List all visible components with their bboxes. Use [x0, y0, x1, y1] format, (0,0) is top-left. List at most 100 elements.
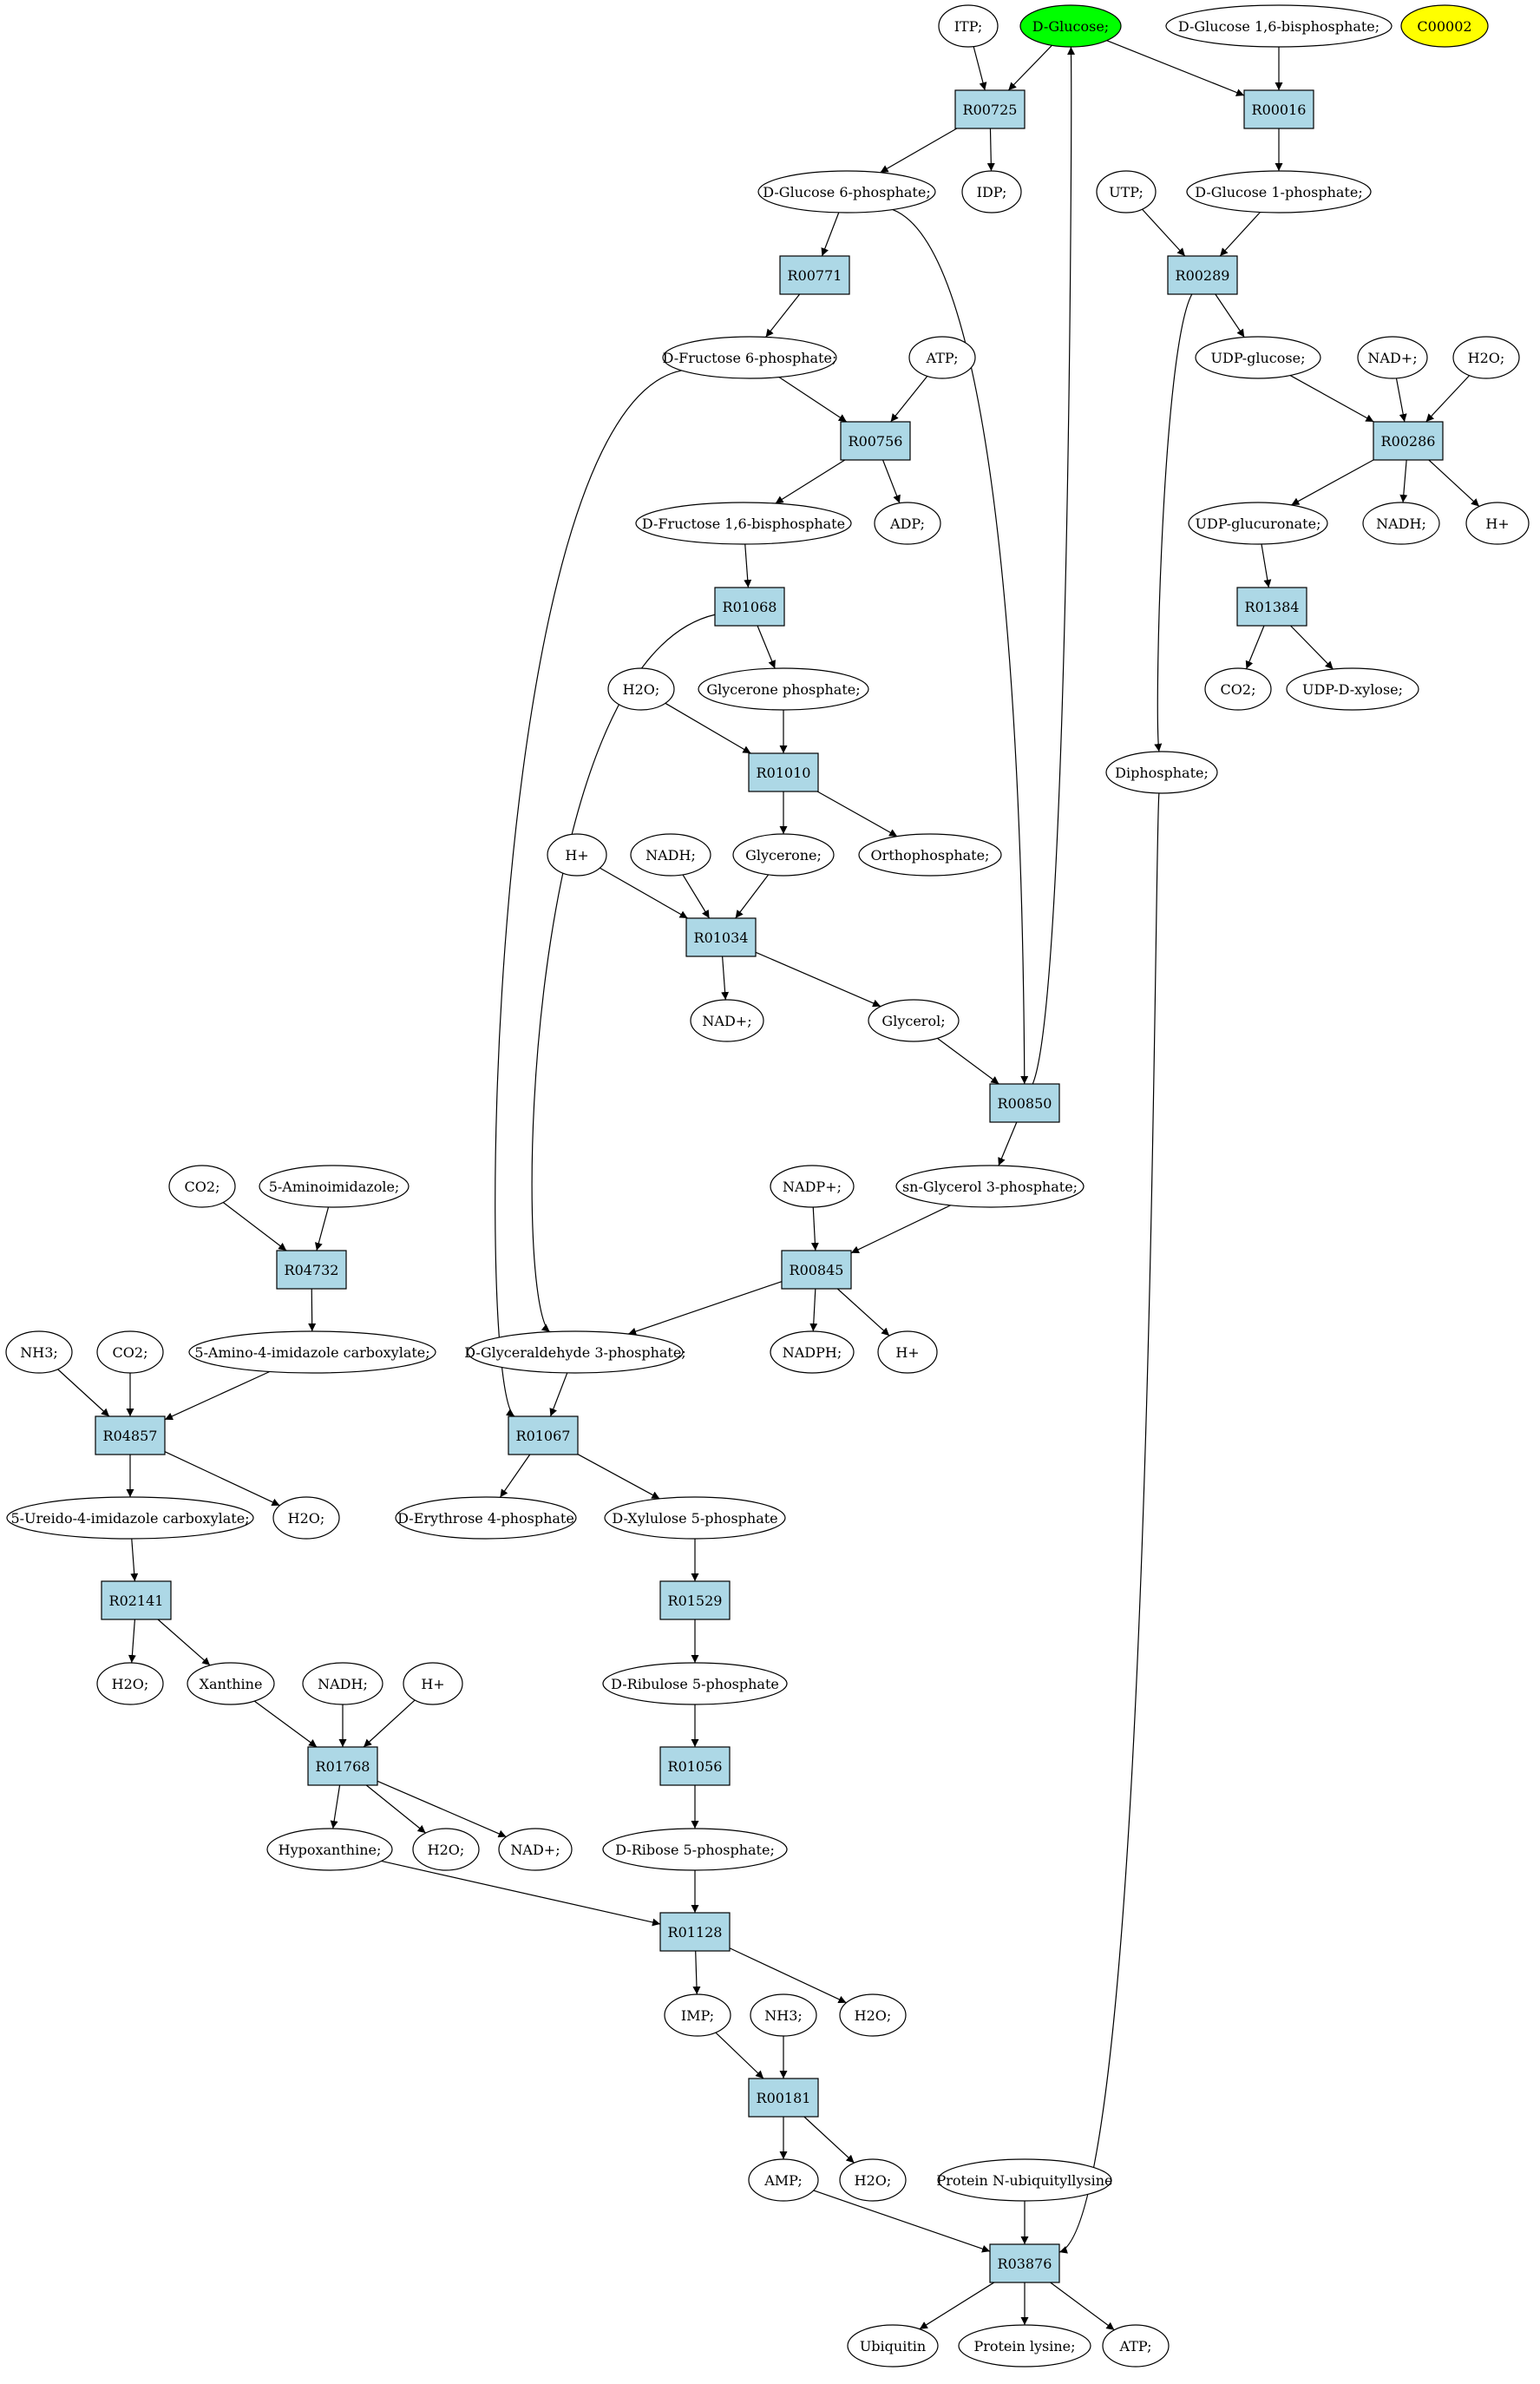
compound-node-glycerone[interactable]: Glycerone; [732, 833, 835, 877]
compound-node-itp[interactable]: ITP; [938, 4, 999, 48]
compound-node-amp[interactable]: AMP; [748, 2158, 819, 2202]
compound-ellipse [858, 833, 1002, 877]
compound-node-ureido[interactable]: 5-Ureido-4-imidazole carboxylate; [6, 1496, 254, 1540]
compound-node-df6p[interactable]: D-Fructose 6-phosphate; [662, 336, 837, 379]
compound-node-imp[interactable]: IMP; [664, 1993, 731, 2037]
compound-node-amino4[interactable]: 5-Amino-4-imidazole carboxylate; [188, 1330, 436, 1374]
reaction-node-r01384[interactable]: R01384 [1236, 587, 1307, 627]
reaction-node-r00845[interactable]: R00845 [781, 1250, 852, 1290]
edge-udpgluc-to-r01384 [1261, 543, 1272, 588]
reaction-node-r01068[interactable]: R01068 [714, 587, 785, 627]
reaction-node-r02141[interactable]: R02141 [101, 1580, 172, 1620]
compound-node-udpxyl[interactable]: UDP-D-xylose; [1286, 667, 1419, 711]
compound-node-hplus-mid[interactable]: H+ [547, 833, 607, 877]
compound-node-dg1p[interactable]: D-Glucose 1-phosphate; [1186, 170, 1372, 213]
compound-node-aminoimid[interactable]: 5-Aminoimidazole; [259, 1165, 410, 1208]
compound-node-xanthine[interactable]: Xanthine [187, 1662, 275, 1705]
compound-node-nadph[interactable]: NADPH; [770, 1330, 855, 1374]
edge-h2o_mid-to-r01010 [665, 702, 751, 754]
compound-node-nadh-1768[interactable]: NADH; [302, 1662, 383, 1705]
compound-node-c00002[interactable]: C00002 [1400, 4, 1489, 48]
compound-label: H2O; [855, 2007, 892, 2024]
compound-node-adp[interactable]: ADP; [874, 502, 941, 545]
compound-node-hypox[interactable]: Hypoxanthine; [266, 1828, 393, 1871]
compound-node-udpgluc[interactable]: UDP-glucuronate; [1188, 502, 1328, 545]
edge-df6p-to-r00756 [778, 377, 848, 423]
compound-node-dg16bp[interactable]: D-Glucose 1,6-bisphosphate; [1165, 4, 1393, 48]
edge-udpg-to-r00286 [1289, 375, 1374, 423]
compound-label: H+ [565, 847, 588, 864]
compound-node-protnub[interactable]: Protein N-ubiquityllysine [936, 2158, 1113, 2202]
compound-node-df16bp[interactable]: D-Fructose 1,6-bisphosphate [635, 502, 852, 545]
compound-node-glycp[interactable]: Glycerone phosphate; [698, 667, 869, 711]
compound-node-de4p[interactable]: D-Erythrose 4-phosphate [395, 1496, 577, 1540]
compound-node-co2-a[interactable]: CO2; [168, 1165, 236, 1208]
reaction-node-r00181[interactable]: R00181 [748, 2078, 819, 2118]
edge-dglucose-to-r00725 [1007, 44, 1052, 91]
compound-label: UDP-glucuronate; [1196, 516, 1321, 532]
reaction-node-r00016[interactable]: R00016 [1243, 89, 1314, 129]
compound-node-h2o-181[interactable]: H2O; [839, 2158, 907, 2202]
edge-r03876-to-ubiquitin [919, 2282, 995, 2330]
reaction-node-r01067[interactable]: R01067 [508, 1415, 579, 1455]
edge-r00845-to-nadph [809, 1288, 818, 1332]
compound-node-nadplus-1768[interactable]: NAD+; [498, 1828, 573, 1871]
edge-r00286-to-nadh_top [1399, 459, 1408, 503]
compound-node-atp2[interactable]: ATP; [1102, 2324, 1170, 2368]
compound-node-h2o-4857[interactable]: H2O; [272, 1496, 340, 1540]
reaction-node-r01056[interactable]: R01056 [659, 1746, 731, 1786]
reaction-node-r01768[interactable]: R01768 [307, 1746, 378, 1786]
reaction-node-r01010[interactable]: R01010 [748, 752, 819, 792]
compound-node-hplus-845[interactable]: H+ [877, 1330, 938, 1374]
reaction-node-r00771[interactable]: R00771 [779, 255, 850, 295]
compound-node-co2-top[interactable]: CO2; [1204, 667, 1272, 711]
compound-node-drib5p[interactable]: D-Ribose 5-phosphate; [602, 1828, 788, 1871]
compound-node-idp[interactable]: IDP; [961, 170, 1022, 213]
compound-node-ubiquitin[interactable]: Ubiquitin [847, 2324, 939, 2368]
reaction-node-r04732[interactable]: R04732 [276, 1250, 347, 1290]
compound-node-co2-b[interactable]: CO2; [96, 1330, 164, 1374]
compound-node-h2o-1128[interactable]: H2O; [839, 1993, 907, 2037]
reaction-node-r00286[interactable]: R00286 [1373, 421, 1444, 461]
compound-node-nadp-top[interactable]: NAD+; [1357, 336, 1428, 379]
compound-node-nadpplus[interactable]: NADP+; [770, 1165, 855, 1208]
compound-node-h2o-1768[interactable]: H2O; [412, 1828, 480, 1871]
compound-node-snglyc3p[interactable]: sn-Glycerol 3-phosphate; [895, 1165, 1085, 1208]
compound-label: IMP; [681, 2007, 714, 2024]
compound-node-atp1[interactable]: ATP; [908, 336, 976, 379]
compound-node-dx5p[interactable]: D-Xylulose 5-phosphate [604, 1496, 786, 1540]
compound-node-dg6p[interactable]: D-Glucose 6-phosphate; [757, 170, 936, 213]
reaction-node-r04857[interactable]: R04857 [95, 1415, 166, 1455]
reaction-node-r00756[interactable]: R00756 [840, 421, 911, 461]
reaction-node-r00289[interactable]: R00289 [1167, 255, 1238, 295]
compound-ellipse [467, 1330, 684, 1374]
compound-node-hplus-top[interactable]: H+ [1465, 502, 1530, 545]
compound-node-h2o-mid[interactable]: H2O; [607, 667, 675, 711]
compound-node-nadh-mid[interactable]: NADH; [630, 833, 711, 877]
compound-node-orthop[interactable]: Orthophosphate; [858, 833, 1002, 877]
compound-node-nadplus-mid[interactable]: NAD+; [690, 999, 764, 1042]
compound-ellipse [938, 4, 999, 48]
compound-node-nh3-b[interactable]: NH3; [750, 1993, 817, 2037]
reaction-node-r03876[interactable]: R03876 [989, 2243, 1060, 2283]
compound-node-protlys[interactable]: Protein lysine; [958, 2324, 1091, 2368]
compound-node-dribu5p[interactable]: D-Ribulose 5-phosphate [602, 1662, 788, 1705]
compound-node-nadh-top[interactable]: NADH; [1362, 502, 1440, 545]
reaction-node-r00850[interactable]: R00850 [989, 1083, 1060, 1123]
compound-node-dga3p[interactable]: D-Glyceraldehyde 3-phosphate; [464, 1330, 686, 1374]
compound-ellipse [5, 1330, 73, 1374]
reaction-node-r01529[interactable]: R01529 [659, 1580, 731, 1620]
reaction-node-r01034[interactable]: R01034 [685, 917, 757, 957]
compound-node-dglucose[interactable]: D-Glucose; [1019, 4, 1122, 48]
reaction-node-r01128[interactable]: R01128 [659, 1912, 731, 1952]
compound-node-glycerol[interactable]: Glycerol; [868, 999, 960, 1042]
compound-node-udpg[interactable]: UDP-glucose; [1195, 336, 1321, 379]
compound-node-hplus-1768[interactable]: H+ [403, 1662, 463, 1705]
compound-node-diphos[interactable]: Diphosphate; [1105, 751, 1218, 794]
compound-node-utp[interactable]: UTP; [1096, 170, 1157, 213]
reaction-node-r00725[interactable]: R00725 [954, 89, 1026, 129]
compound-node-h2o-2141[interactable]: H2O; [96, 1662, 164, 1705]
compound-label: ATP; [1119, 2338, 1152, 2354]
compound-node-h2o-top[interactable]: H2O; [1452, 336, 1520, 379]
compound-node-nh3-a[interactable]: NH3; [5, 1330, 73, 1374]
